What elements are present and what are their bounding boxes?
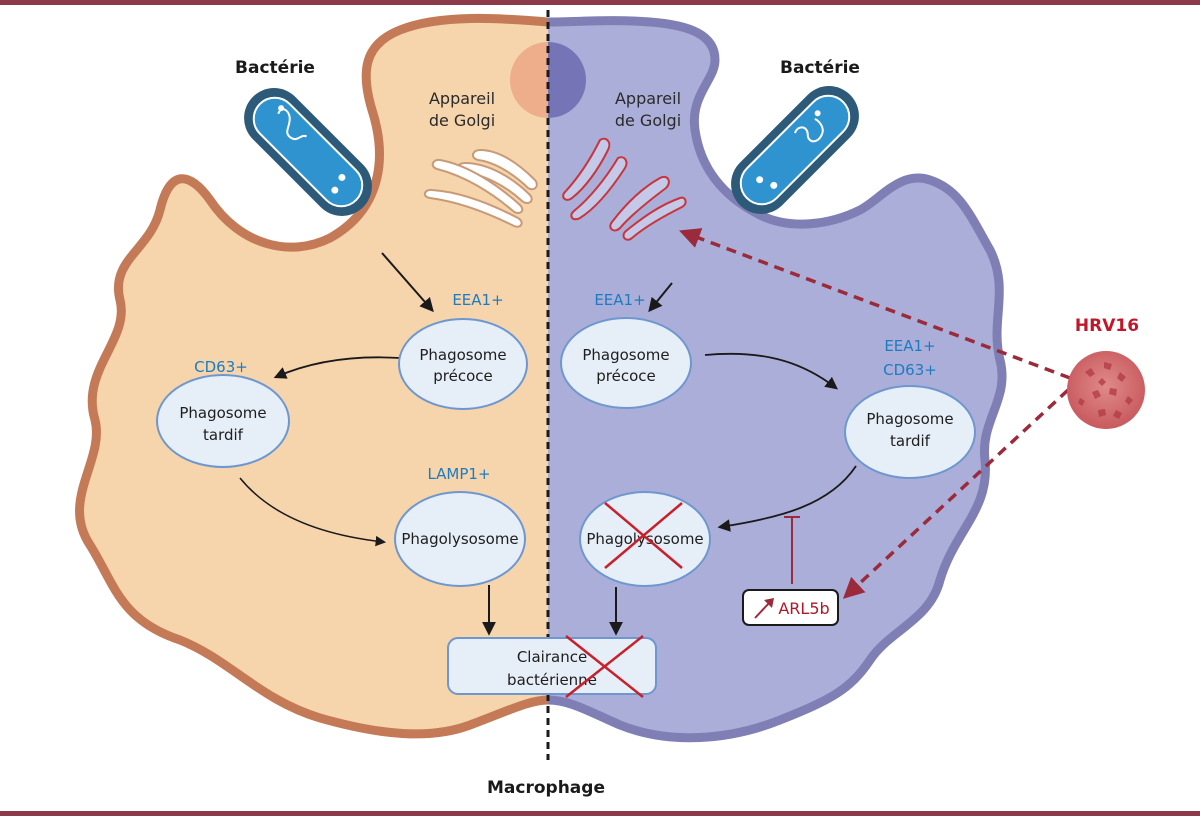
- up-arrow-icon: [754, 598, 774, 619]
- macrophage-title: Macrophage: [487, 778, 605, 798]
- arrow-early-to-late-left: [273, 356, 401, 379]
- bottom-frame-line: [0, 811, 1200, 816]
- bacterium-label-right: Bactérie: [780, 58, 860, 78]
- late-phagosome-left: Phagosome tardif: [156, 374, 290, 468]
- early-phagosome-left-line1: Phagosome: [419, 346, 506, 364]
- clearance-line2: bactérienne: [507, 671, 597, 689]
- early-phagosome-left: Phagosome précoce: [398, 318, 528, 410]
- marker-eea1-left: EEA1+: [452, 291, 503, 309]
- golgi-label-left-line2: de Golgi: [429, 111, 495, 130]
- arrow-bacterium-to-early-phagosome-left: [381, 252, 434, 313]
- early-phagosome-right-line1: Phagosome: [582, 346, 669, 364]
- golgi-apparatus-icon: [424, 148, 538, 228]
- arrow-early-to-late-right: [704, 352, 838, 390]
- virus-label: HRV16: [1075, 316, 1139, 336]
- phagolysosome-left: Phagolysosome: [394, 491, 526, 587]
- marker-cd63-right-late: CD63+: [883, 361, 937, 379]
- phagolysosome-right: Phagolysosome: [579, 491, 711, 587]
- arrow-bacterium-to-early-phagosome-right: [648, 282, 673, 313]
- red-x-cross-icon: [604, 502, 683, 569]
- early-phagosome-left-line2: précoce: [433, 367, 493, 385]
- bacterium-icon: [731, 86, 859, 214]
- clearance-line1: Clairance: [517, 648, 587, 666]
- arrow-late-to-phagolysosome-left: [239, 477, 387, 547]
- marker-eea1-right-late: EEA1+: [884, 337, 935, 355]
- virus-particle-icon: [1067, 351, 1145, 429]
- bacterial-clearance-box: Clairance bactérienne: [447, 635, 657, 698]
- golgi-label-right-line1: Appareil: [615, 89, 681, 108]
- bacterium-label-left: Bactérie: [235, 58, 315, 78]
- arl5b-box: ARL5b: [742, 589, 839, 626]
- arrow-late-to-phagolysosome-right: [717, 465, 857, 532]
- late-phagosome-right: Phagosome tardif: [844, 385, 976, 479]
- nucleus-right: [548, 42, 586, 118]
- phagolysosome-right-label: Phagolysosome: [586, 530, 703, 548]
- late-phagosome-left-line2: tardif: [203, 426, 244, 444]
- marker-cd63-left: CD63+: [194, 358, 248, 376]
- late-phagosome-right-line1: Phagosome: [866, 410, 953, 428]
- early-phagosome-right: Phagosome précoce: [560, 317, 692, 409]
- red-x-cross-icon: [565, 635, 644, 698]
- marker-lamp1-left: LAMP1+: [427, 465, 490, 483]
- early-phagosome-right-line2: précoce: [596, 367, 656, 385]
- phagolysosome-left-label: Phagolysosome: [401, 530, 518, 548]
- inhibition-bar-icon: [784, 516, 800, 584]
- bacterium-icon: [244, 88, 372, 216]
- arl5b-label: ARL5b: [778, 599, 829, 618]
- nucleus-left: [510, 42, 548, 118]
- golgi-apparatus-disrupted-icon: [562, 137, 687, 241]
- late-phagosome-right-line2: tardif: [890, 432, 931, 450]
- marker-eea1-right: EEA1+: [594, 291, 645, 309]
- golgi-label-left-line1: Appareil: [429, 89, 495, 108]
- golgi-label-right-line2: de Golgi: [615, 111, 681, 130]
- dashed-arrow-virus-to-golgi: [679, 228, 1071, 380]
- top-frame-line: [0, 0, 1200, 5]
- late-phagosome-left-line1: Phagosome: [179, 404, 266, 422]
